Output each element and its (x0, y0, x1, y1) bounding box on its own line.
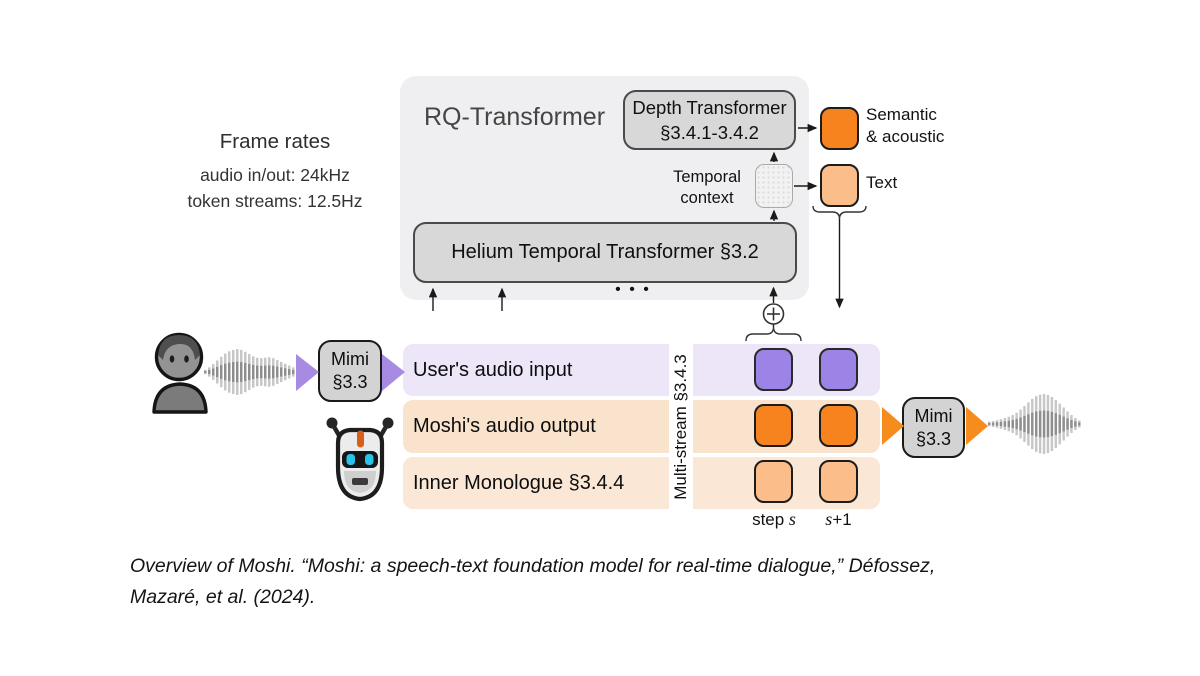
inner-monologue-token-step-s1 (819, 460, 858, 503)
purple-triangle-icon (382, 354, 405, 391)
caption-line-1: Overview of Moshi. “Moshi: a speech-text… (130, 555, 936, 577)
helium-temporal-transformer-box: Helium Temporal Transformer §3.2 (413, 222, 797, 283)
caption-line-2: Mazaré, et al. (2024). (130, 586, 316, 608)
semantic-acoustic-label: Semantic & acoustic (866, 105, 945, 146)
moshi-token-step-s (754, 404, 793, 447)
robot-head-icon (326, 417, 394, 502)
row-inner-monologue: Inner Monologue §3.4.4 (403, 457, 880, 509)
moshi-token-step-s1 (819, 404, 858, 447)
ellipsis-dots: • • • (615, 281, 651, 298)
text-token-label: Text (866, 173, 898, 192)
depth-transformer-section: §3.4.1-3.4.2 (660, 122, 759, 143)
temporal-context-label: Temporal context (673, 168, 741, 207)
step-column-brace (745, 326, 802, 342)
orange-triangle-icon (882, 407, 904, 445)
multi-stream-label: Multi-stream §3.4.3 (671, 354, 690, 500)
row-users-audio-input-label: User's audio input (413, 358, 573, 381)
text-token-brace (812, 205, 867, 220)
row-moshis-audio-output-label: Moshi's audio output (413, 415, 596, 437)
row-inner-monologue-label: Inner Monologue §3.4.4 (413, 471, 625, 494)
mimi-encoder-box: Mimi §3.3 (318, 340, 382, 402)
depth-transformer-box: Depth Transformer §3.4.1-3.4.2 (623, 90, 796, 150)
depth-transformer-label: Depth Transformer (632, 97, 787, 118)
orange-triangle-icon (966, 407, 988, 445)
semantic-acoustic-token (820, 107, 859, 150)
temporal-context-box (755, 164, 793, 208)
audio-waveform-in-icon (204, 349, 299, 395)
text-token (820, 164, 859, 207)
rq-transformer-title: RQ-Transformer (424, 103, 606, 131)
mimi-decoder-box: Mimi §3.3 (902, 397, 965, 458)
figure-caption: Overview of Moshi. “Moshi: a speech-text… (130, 551, 1130, 613)
step-s-label: step s (752, 509, 796, 529)
audio-waveform-out-icon (988, 394, 1081, 454)
circled-plus-icon (762, 303, 785, 325)
user-token-step-s1 (819, 348, 858, 391)
frame-rate-tokens: token streams: 12.5Hz (187, 191, 363, 211)
inner-monologue-token-step-s (754, 460, 793, 503)
frame-rates-title: Frame rates (219, 130, 331, 153)
row-moshis-audio-output: Moshi's audio output (403, 400, 880, 453)
step-s-plus-1-label: s+1 (825, 509, 852, 529)
frame-rates-block: Frame rates audio in/out: 24kHz token st… (130, 130, 420, 214)
row-users-audio-input: User's audio input (403, 344, 880, 396)
multi-stream-strip: Multi-stream §3.4.3 (669, 340, 693, 514)
user-token-step-s (754, 348, 793, 391)
frame-rate-audio: audio in/out: 24kHz (200, 165, 350, 185)
person-bust-icon (152, 332, 208, 414)
